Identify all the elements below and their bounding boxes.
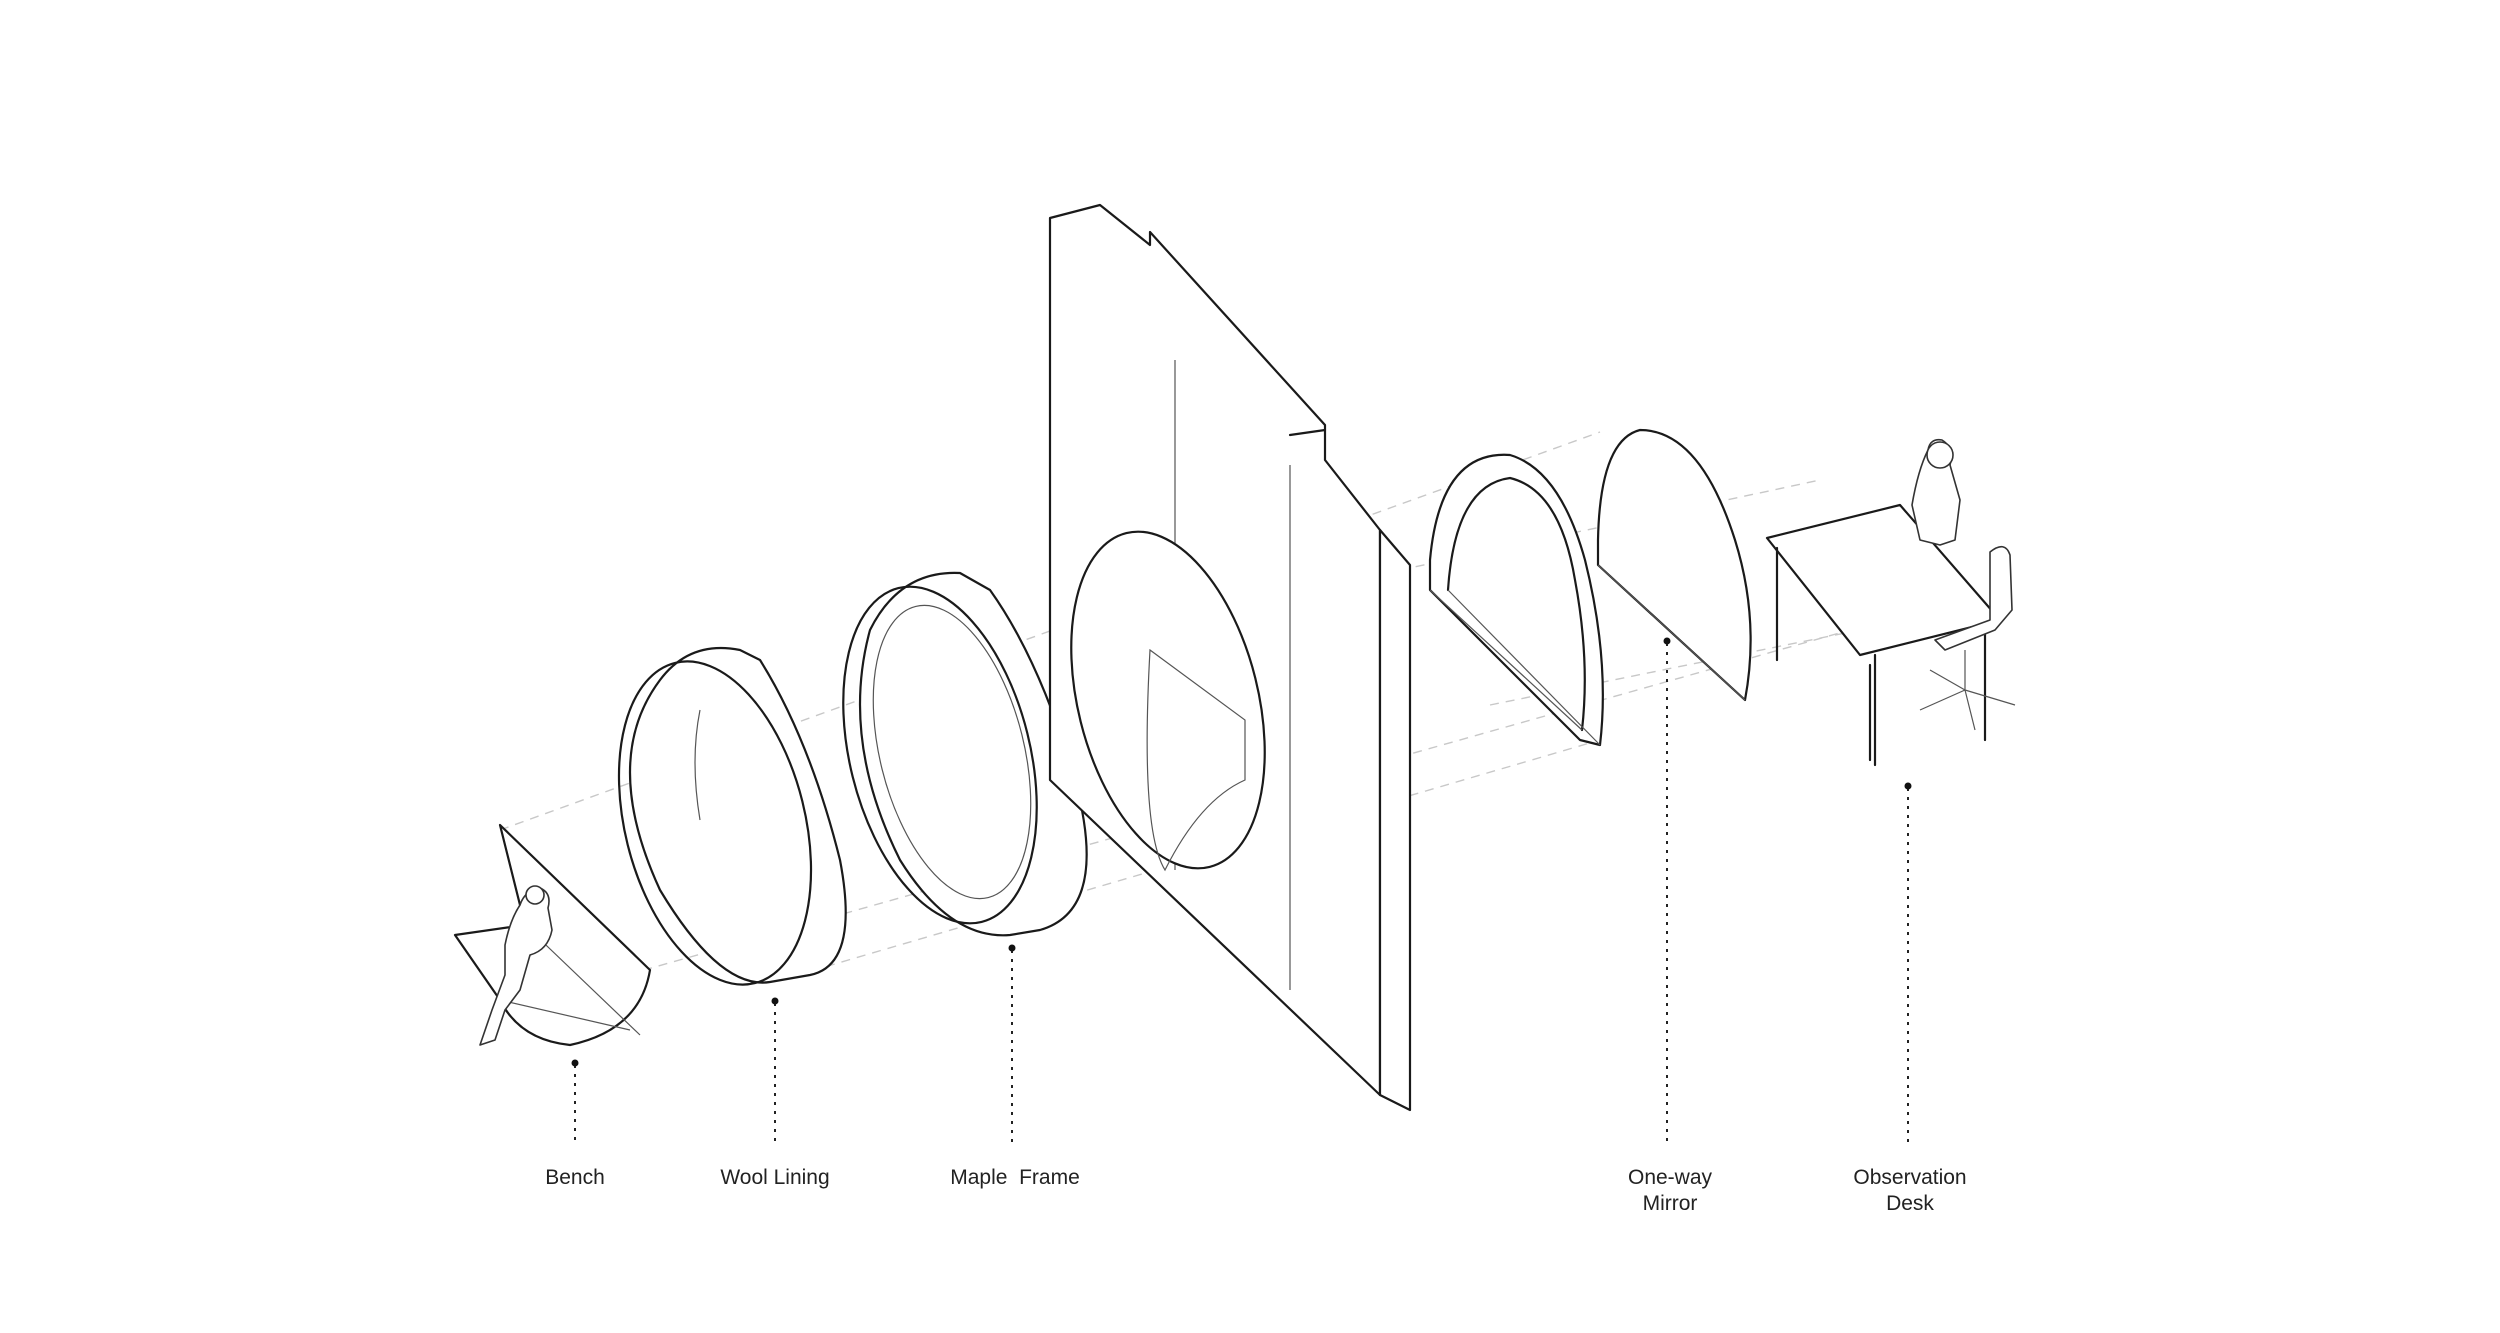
observation-desk-element bbox=[1765, 438, 2016, 767]
one-way-mirror-label-line1: One-way bbox=[1627, 1166, 1713, 1189]
one-way-mirror-element bbox=[1596, 428, 1752, 702]
arch-frame-element bbox=[1428, 453, 1604, 747]
leader-lines bbox=[571, 637, 1912, 1145]
observation-desk-label: Observation Desk bbox=[1853, 1165, 1966, 1217]
chair-icon bbox=[1934, 545, 2013, 651]
maple-frame-element bbox=[842, 571, 1088, 937]
maple-frame-label: Maple Frame bbox=[950, 1166, 1080, 1189]
wool-lining-label: Wool Lining bbox=[720, 1166, 830, 1189]
one-way-mirror-label-line2: Mirror bbox=[1642, 1192, 1698, 1215]
bench-element bbox=[453, 823, 652, 1047]
observation-desk-label-line2: Desk bbox=[1886, 1192, 1934, 1215]
bench-label: Bench bbox=[545, 1166, 605, 1189]
observation-desk-label-line1: Observation bbox=[1853, 1166, 1967, 1189]
one-way-mirror-label: One-way Mirror bbox=[1628, 1165, 1712, 1217]
wool-lining-element bbox=[617, 646, 847, 986]
wall-element bbox=[1048, 203, 1412, 1112]
